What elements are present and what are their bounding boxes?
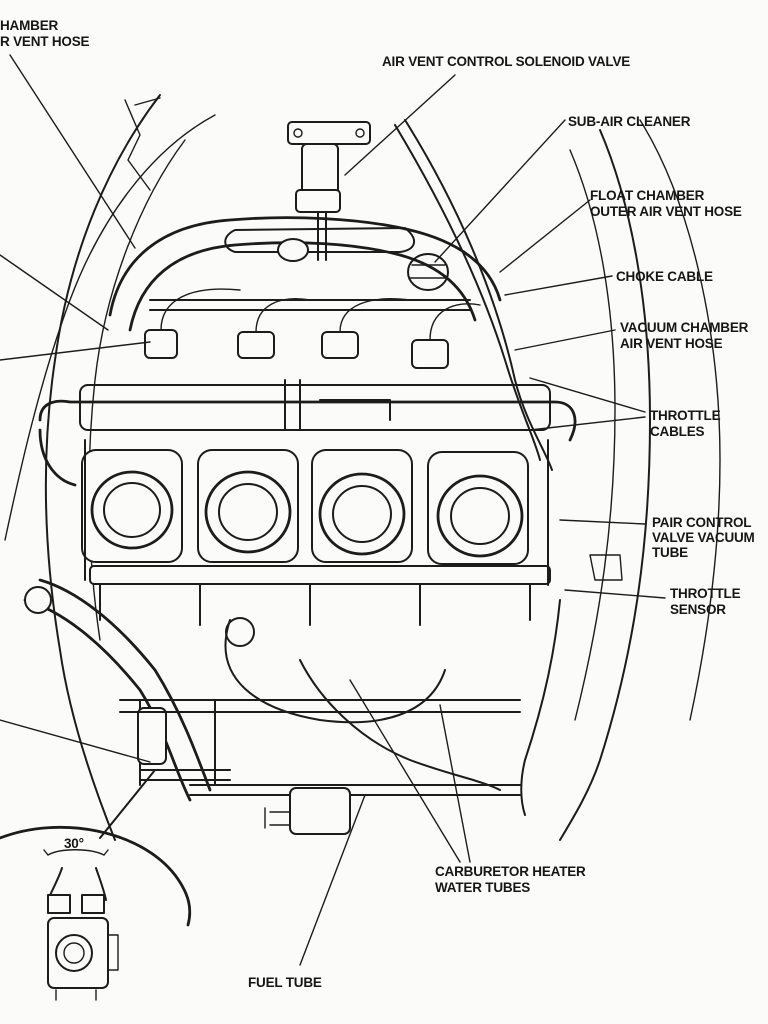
carburetor-2 (197, 449, 299, 563)
angle-inset (0, 769, 192, 1001)
label-air-vent-control-solenoid-valve: AIR VENT CONTROL SOLENOID VALVE (382, 54, 630, 69)
carburetor-1 (81, 449, 183, 563)
label-float-chamber-inner-vent-hose: HAMBER R VENT HOSE (0, 18, 90, 49)
carburetor-3 (311, 449, 413, 563)
solenoid-valve (287, 121, 371, 261)
frame-outline (4, 94, 721, 841)
label-carburetor-heater-water-tubes: CARBURETOR HEATER WATER TUBES (435, 864, 589, 895)
leader-lines (0, 54, 666, 966)
carburetor-bank (38, 379, 577, 626)
label-float-chamber-outer-air-vent-hose: FLOAT CHAMBER OUTER AIR VENT HOSE (590, 188, 742, 219)
label-throttle-cables: THROTTLE CABLES (650, 408, 724, 439)
callout-labels: HAMBER R VENT HOSE AIR VENT CONTROL SOLE… (0, 18, 758, 990)
label-sub-air-cleaner: SUB-AIR CLEANER (568, 114, 691, 129)
carburetor-4 (427, 451, 529, 565)
label-pair-control-valve-vacuum-tube: PAIR CONTROL VALVE VACUUM TUBE (652, 515, 758, 560)
vent-fittings (144, 288, 481, 369)
inset-angle-label: 30° (64, 836, 84, 851)
right-side-cables (394, 119, 623, 816)
label-choke-cable: CHOKE CABLE (616, 269, 713, 284)
label-throttle-sensor: THROTTLE SENSOR (670, 586, 744, 617)
label-vacuum-chamber-air-vent-hose: VACUUM CHAMBER AIR VENT HOSE (620, 320, 752, 351)
top-intake-pipes (108, 216, 502, 332)
lower-hoses (23, 578, 521, 835)
label-fuel-tube: FUEL TUBE (248, 975, 322, 990)
